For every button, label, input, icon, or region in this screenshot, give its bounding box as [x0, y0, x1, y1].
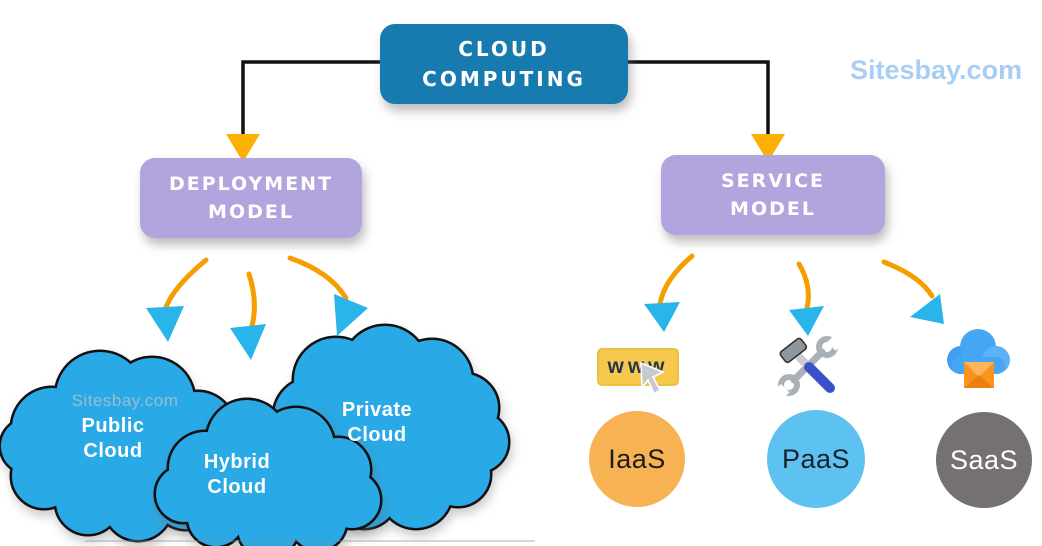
- arrow-down-service-icon: [751, 134, 785, 162]
- service-model-node: SERVICE MODEL: [661, 155, 885, 235]
- cloud-shape-hybrid: [153, 397, 383, 546]
- saas-circle: SaaS: [936, 412, 1032, 508]
- public-cloud-line2: Cloud: [83, 440, 143, 462]
- arrowhead-hybrid-icon: [230, 324, 266, 360]
- root-label-line2: COMPUTING: [422, 67, 586, 91]
- root-label-line1: CLOUD: [458, 37, 550, 61]
- hybrid-cloud-line1: Hybrid: [203, 451, 271, 473]
- saas-label: SaaS: [949, 444, 1019, 475]
- curved-arrow-iaas: [657, 253, 695, 307]
- arrowhead-iaas-icon: [644, 302, 680, 332]
- deployment-model-node: DEPLOYMENT MODEL: [140, 158, 362, 238]
- paas-label: PaaS: [781, 443, 851, 474]
- deployment-label-line1: DEPLOYMENT: [168, 172, 334, 195]
- paas-circle: PaaS: [767, 410, 865, 508]
- arrowhead-saas-icon: [910, 294, 944, 324]
- brand-watermark: Sitesbay.com: [850, 55, 1023, 85]
- cloud-mail-icon: [947, 329, 1010, 388]
- arrow-down-deployment-icon: [226, 134, 260, 162]
- www-address-bar: www: [597, 348, 679, 386]
- private-cloud-line1: Private: [341, 399, 413, 421]
- arrowhead-public-icon: [146, 306, 184, 342]
- public-cloud-label: Public Cloud: [38, 414, 188, 464]
- cursor-icon: [640, 361, 665, 395]
- arrowhead-private-icon: [334, 294, 368, 336]
- arrowhead-paas-icon: [789, 306, 824, 336]
- public-cloud-line1: Public: [81, 415, 145, 437]
- connector-left: [241, 60, 380, 137]
- private-cloud-label: Private Cloud: [302, 398, 452, 448]
- curved-arrow-private: [287, 255, 349, 301]
- iaas-label: IaaS: [608, 443, 666, 474]
- tools-icon: [776, 336, 840, 398]
- curved-arrow-hybrid: [246, 271, 257, 329]
- curved-arrow-saas: [881, 259, 935, 299]
- service-label-line1: SERVICE: [721, 169, 825, 192]
- connector-right: [628, 60, 770, 137]
- curved-arrow-paas: [796, 261, 811, 311]
- service-label-line2: MODEL: [730, 198, 816, 220]
- www-browser-icon: www: [597, 348, 681, 406]
- cloud-computing-node: CLOUD COMPUTING: [380, 24, 628, 104]
- private-cloud-line2: Cloud: [347, 424, 407, 446]
- deployment-label-line2: MODEL: [208, 201, 294, 223]
- cloud-watermark: Sitesbay.com: [71, 391, 179, 410]
- curved-arrow-public: [162, 257, 209, 313]
- image-edge-line: [85, 540, 535, 542]
- iaas-circle: IaaS: [589, 411, 685, 507]
- hybrid-cloud-line2: Cloud: [207, 476, 267, 498]
- hybrid-cloud-label: Hybrid Cloud: [162, 450, 312, 500]
